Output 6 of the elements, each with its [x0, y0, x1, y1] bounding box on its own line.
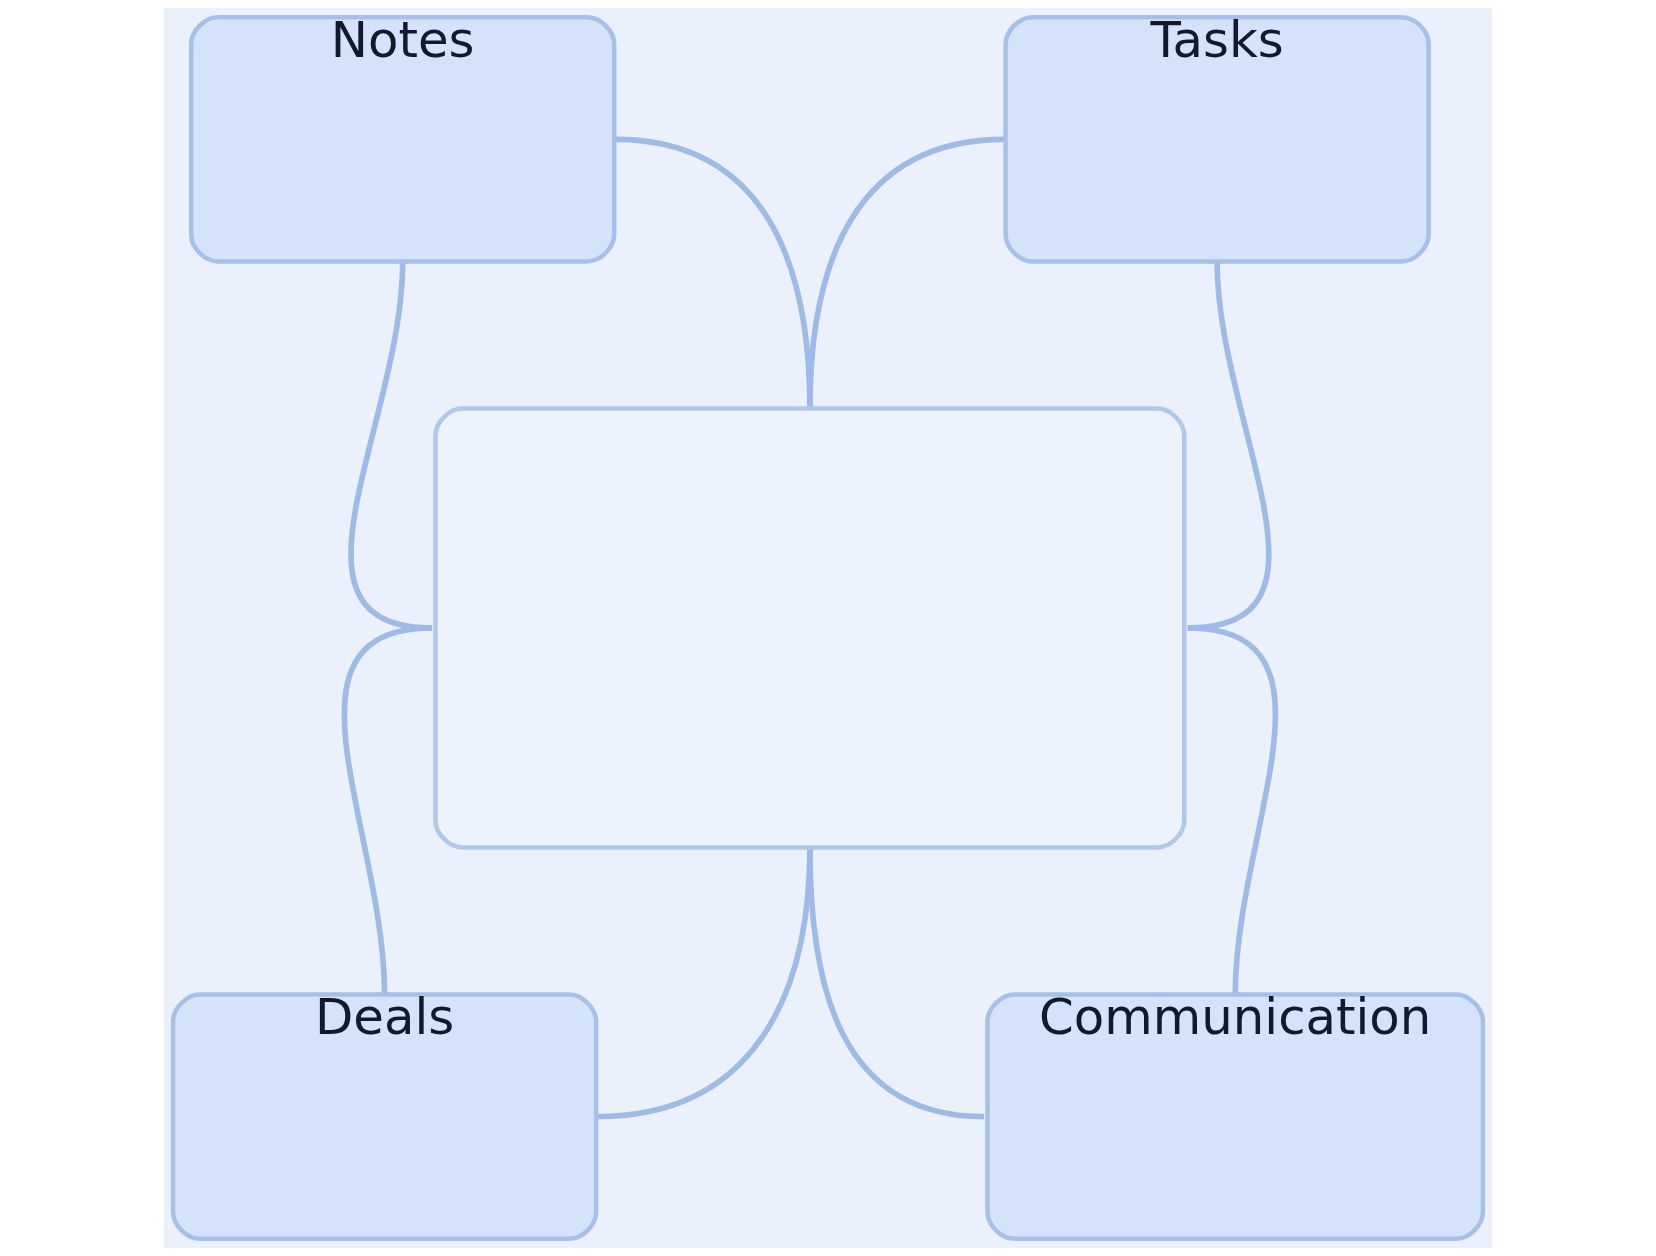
connector	[1187, 625, 1279, 995]
node-box: Tasks	[1003, 14, 1431, 264]
node-box: Deals	[170, 992, 599, 1242]
node-box: Notes	[188, 14, 617, 264]
node-box: Communication	[985, 992, 1486, 1242]
node-box	[433, 406, 1187, 850]
